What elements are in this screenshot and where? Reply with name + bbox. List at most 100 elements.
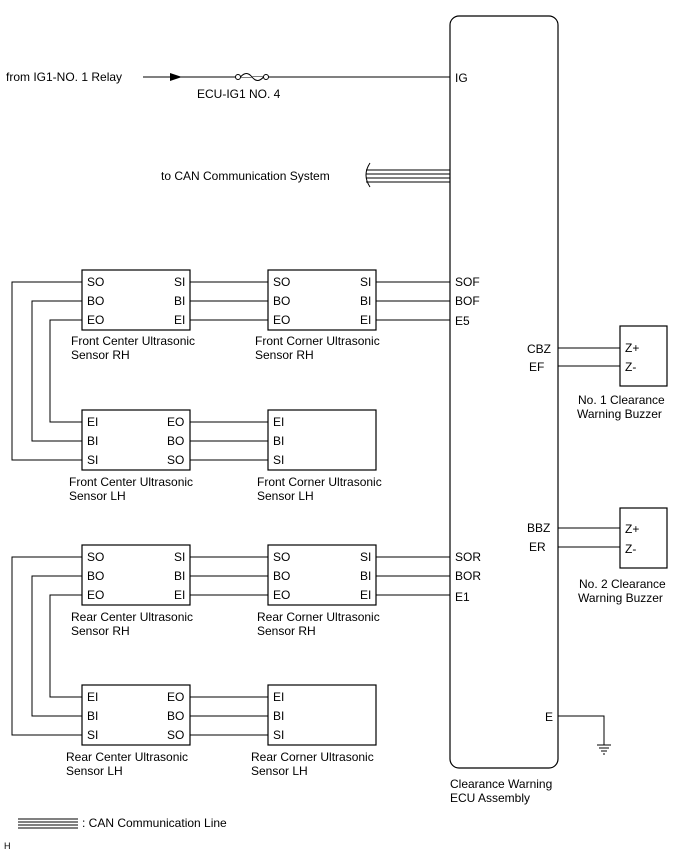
fk-rh-pin-bo: BO xyxy=(273,294,290,308)
fuse-label: ECU-IG1 NO. 4 xyxy=(197,87,281,101)
can-bundle-break xyxy=(365,162,371,188)
rk-rh-pin-eo: EO xyxy=(273,588,290,602)
ecu-pin-er: ER xyxy=(529,540,546,554)
rear-center-lh-sensor xyxy=(81,684,191,746)
rk-rh-pin-bo: BO xyxy=(273,569,290,583)
fk-lh-pin-bi: BI xyxy=(273,434,284,448)
buzzer2-pin-plus: Z+ xyxy=(625,522,639,536)
front-loop-eo-ei xyxy=(49,319,82,423)
buzzer2-label-line2: Warning Buzzer xyxy=(578,591,663,605)
fuse-terminal-left xyxy=(235,74,241,80)
rear-loop-eo-ei xyxy=(49,594,82,698)
rc-lh-pin-bi: BI xyxy=(87,709,98,723)
ecu-pin-e1: E1 xyxy=(455,590,470,604)
rc-rh-label-line1: Rear Center Ultrasonic xyxy=(71,610,193,624)
front-corner-lh-sensor xyxy=(267,409,377,471)
fc-rh-pin-bi: BI xyxy=(174,294,185,308)
fk-rh-label-line1: Front Corner Ultrasonic xyxy=(255,334,380,348)
buzzer1-label-line1: No. 1 Clearance xyxy=(578,393,665,407)
front-center-rh-sensor xyxy=(81,269,191,331)
footer-mark: H xyxy=(4,841,11,851)
rc-lh-pin-so: SO xyxy=(167,728,184,742)
fc-rh-pin-bo: BO xyxy=(87,294,104,308)
fk-lh-label-line2: Sensor LH xyxy=(257,489,314,503)
fc-lh-pin-ei: EI xyxy=(87,415,98,429)
buzzer2-label-line1: No. 2 Clearance xyxy=(579,577,666,591)
fc-rh-label-line1: Front Center Ultrasonic xyxy=(71,334,195,348)
rc-rh-pin-eo: EO xyxy=(87,588,104,602)
rc-rh-pin-ei: EI xyxy=(174,588,185,602)
ground-wire xyxy=(558,715,605,745)
ecu-pin-e5: E5 xyxy=(455,314,470,328)
buzzer-no2-box xyxy=(619,507,668,569)
fc-lh-pin-bi: BI xyxy=(87,434,98,448)
fk-rh-pin-eo: EO xyxy=(273,313,290,327)
ecu-label-line2: ECU Assembly xyxy=(450,791,530,805)
rk-rh-pin-bi: BI xyxy=(360,569,371,583)
rk-rh-pin-si: SI xyxy=(360,550,371,564)
buzzer-no1-box xyxy=(619,325,668,387)
can-system-label: to CAN Communication System xyxy=(161,169,330,183)
fc-lh-pin-si: SI xyxy=(87,453,98,467)
ground-icon xyxy=(597,744,611,755)
fc-lh-label-line1: Front Center Ultrasonic xyxy=(69,475,193,489)
rc-lh-pin-eo: EO xyxy=(167,690,184,704)
fk-lh-pin-si: SI xyxy=(273,453,284,467)
fuse-icon xyxy=(240,73,264,81)
power-arrow xyxy=(170,73,182,81)
fk-rh-pin-so: SO xyxy=(273,275,290,289)
rc-lh-pin-ei: EI xyxy=(87,690,98,704)
ecu-pin-e: E xyxy=(545,710,553,724)
buzzer2-pin-minus: Z- xyxy=(625,542,636,556)
rk-rh-label-line2: Sensor RH xyxy=(257,624,316,638)
ecu-pin-bbz: BBZ xyxy=(527,521,550,535)
fc-rh-pin-so: SO xyxy=(87,275,104,289)
rear-corner-lh-sensor xyxy=(267,684,377,746)
ecu-pin-bof: BOF xyxy=(455,294,480,308)
rc-lh-label-line1: Rear Center Ultrasonic xyxy=(66,750,188,764)
front-loop-so-si xyxy=(11,281,82,461)
fk-rh-pin-bi: BI xyxy=(360,294,371,308)
rear-center-rh-sensor xyxy=(81,544,191,606)
rc-rh-pin-bi: BI xyxy=(174,569,185,583)
rc-lh-label-line2: Sensor LH xyxy=(66,764,123,778)
rk-lh-pin-bi: BI xyxy=(273,709,284,723)
fc-lh-label-line2: Sensor LH xyxy=(69,489,126,503)
ecu-pin-ig: IG xyxy=(455,71,468,85)
rc-rh-label-line2: Sensor RH xyxy=(71,624,130,638)
ecu-assembly-box xyxy=(449,15,559,769)
ecu-label-line1: Clearance Warning xyxy=(450,777,552,791)
fc-rh-pin-ei: EI xyxy=(174,313,185,327)
rear-loop-so-si xyxy=(11,556,82,736)
rc-lh-pin-bo: BO xyxy=(167,709,184,723)
fuse-terminal-right xyxy=(263,74,269,80)
ecu-pin-bor: BOR xyxy=(455,569,481,583)
can-legend-label: : CAN Communication Line xyxy=(82,816,227,830)
fc-lh-pin-eo: EO xyxy=(167,415,184,429)
front-loop-bo-bi xyxy=(31,300,82,442)
fc-lh-pin-bo: BO xyxy=(167,434,184,448)
rc-lh-pin-si: SI xyxy=(87,728,98,742)
fc-rh-pin-eo: EO xyxy=(87,313,104,327)
fk-lh-label-line1: Front Corner Ultrasonic xyxy=(257,475,382,489)
rk-lh-pin-si: SI xyxy=(273,728,284,742)
can-legend-symbol xyxy=(18,818,78,829)
rear-loop-bo-bi xyxy=(31,575,82,717)
ecu-pin-ef: EF xyxy=(529,360,544,374)
buzzer1-label-line2: Warning Buzzer xyxy=(577,407,662,421)
fk-rh-pin-si: SI xyxy=(360,275,371,289)
rc-rh-pin-bo: BO xyxy=(87,569,104,583)
buzzer1-pin-minus: Z- xyxy=(625,360,636,374)
fk-lh-pin-ei: EI xyxy=(273,415,284,429)
fk-rh-pin-ei: EI xyxy=(360,313,371,327)
fc-rh-label-line2: Sensor RH xyxy=(71,348,130,362)
ecu-pin-sor: SOR xyxy=(455,550,481,564)
rear-corner-rh-sensor xyxy=(267,544,377,606)
front-center-lh-sensor xyxy=(81,409,191,471)
ecu-pin-sof: SOF xyxy=(455,275,480,289)
buzzer1-pin-plus: Z+ xyxy=(625,341,639,355)
front-corner-rh-sensor xyxy=(267,269,377,331)
rc-rh-pin-si: SI xyxy=(174,550,185,564)
rc-rh-pin-so: SO xyxy=(87,550,104,564)
